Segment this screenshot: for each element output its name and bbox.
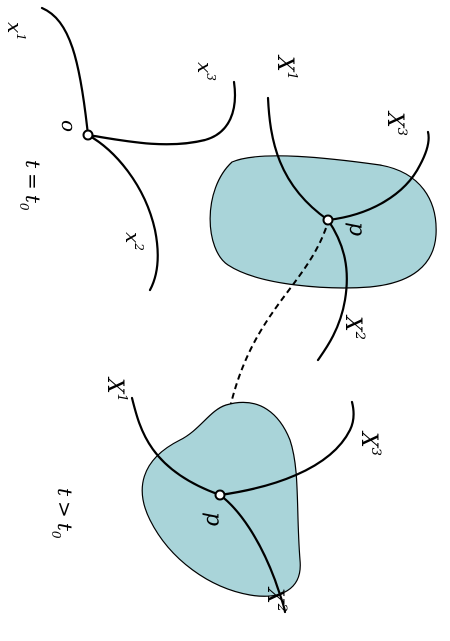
upper-label-X3: X3 [382, 110, 409, 136]
upper-material-point [322, 214, 334, 226]
lower-material-point [214, 489, 226, 501]
lower-curve-X1 [130, 396, 222, 497]
upper-curve-X3 [326, 130, 430, 222]
lower-curve-X3 [218, 400, 355, 497]
reference-configuration: o x1 x3 x2 t=t0 [3, 6, 236, 292]
label-x3: x3 [193, 62, 218, 81]
label-x1: x1 [3, 22, 28, 41]
time-label-reference: t=t0 [17, 160, 45, 211]
time-label-current: t>t0 [49, 488, 77, 539]
upper-curve-X1 [266, 96, 330, 222]
upper-curve-X2 [316, 218, 348, 362]
lower-point-label: p [201, 512, 226, 526]
reference-curve-x3 [86, 80, 236, 146]
lower-curve-X2 [218, 493, 287, 614]
reference-curve-x1 [40, 6, 90, 137]
upper-region-group: p X1 X3 X2 [209, 54, 437, 362]
label-x2: x2 [121, 232, 146, 251]
upper-label-X1: X1 [272, 54, 299, 80]
origin-label: o [57, 120, 81, 132]
reference-curve-x2 [86, 133, 159, 292]
upper-point-label: p [344, 222, 369, 236]
lower-label-X1: X1 [102, 376, 129, 402]
lower-region-group: p X1 X3 X2 t>t0 [49, 376, 383, 614]
lower-label-X2: X2 [262, 586, 289, 612]
reference-origin-point [82, 129, 94, 141]
lower-label-X3: X3 [356, 430, 383, 456]
upper-label-X2: X2 [340, 314, 367, 340]
